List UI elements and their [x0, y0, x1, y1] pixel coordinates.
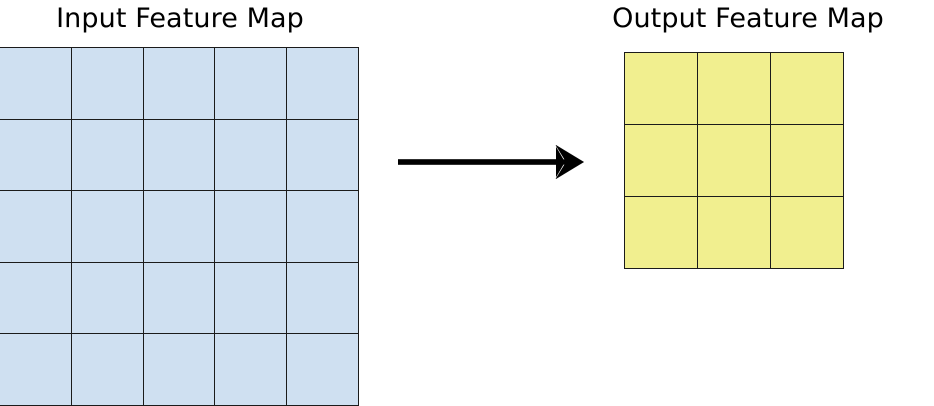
input-cell: [0, 47, 73, 120]
output-cell: [769, 195, 844, 269]
input-cell: [142, 47, 216, 120]
input-cell: [214, 333, 287, 406]
output-cell: [697, 124, 771, 197]
output-cell: [624, 124, 699, 197]
input-cell: [0, 190, 73, 263]
input-cell: [214, 261, 287, 335]
input-cell: [285, 261, 359, 335]
input-cell: [285, 333, 359, 406]
output-cell: [697, 195, 771, 269]
input-cell: [71, 333, 144, 406]
output-cell: [624, 52, 699, 126]
input-cell: [285, 47, 359, 120]
input-cell: [285, 190, 359, 263]
input-cell: [214, 118, 287, 192]
input-cell: [71, 47, 144, 120]
input-feature-map-grid: [0, 47, 359, 406]
output-cell: [624, 195, 699, 269]
input-cell: [0, 261, 73, 335]
output-cell: [769, 52, 844, 126]
output-cell: [769, 124, 844, 197]
input-feature-map-title: Input Feature Map: [56, 3, 304, 34]
input-cell: [0, 333, 73, 406]
input-cell: [214, 190, 287, 263]
input-cell: [142, 333, 216, 406]
input-cell: [142, 190, 216, 263]
input-cell: [214, 47, 287, 120]
right-arrow-icon: [398, 145, 584, 179]
input-cell: [0, 118, 73, 192]
input-cell: [142, 261, 216, 335]
input-cell: [71, 118, 144, 192]
output-feature-map-title: Output Feature Map: [612, 3, 884, 34]
output-feature-map-grid: [624, 52, 844, 269]
output-cell: [697, 52, 771, 126]
input-cell: [71, 261, 144, 335]
input-cell: [71, 190, 144, 263]
input-cell: [142, 118, 216, 192]
input-cell: [285, 118, 359, 192]
